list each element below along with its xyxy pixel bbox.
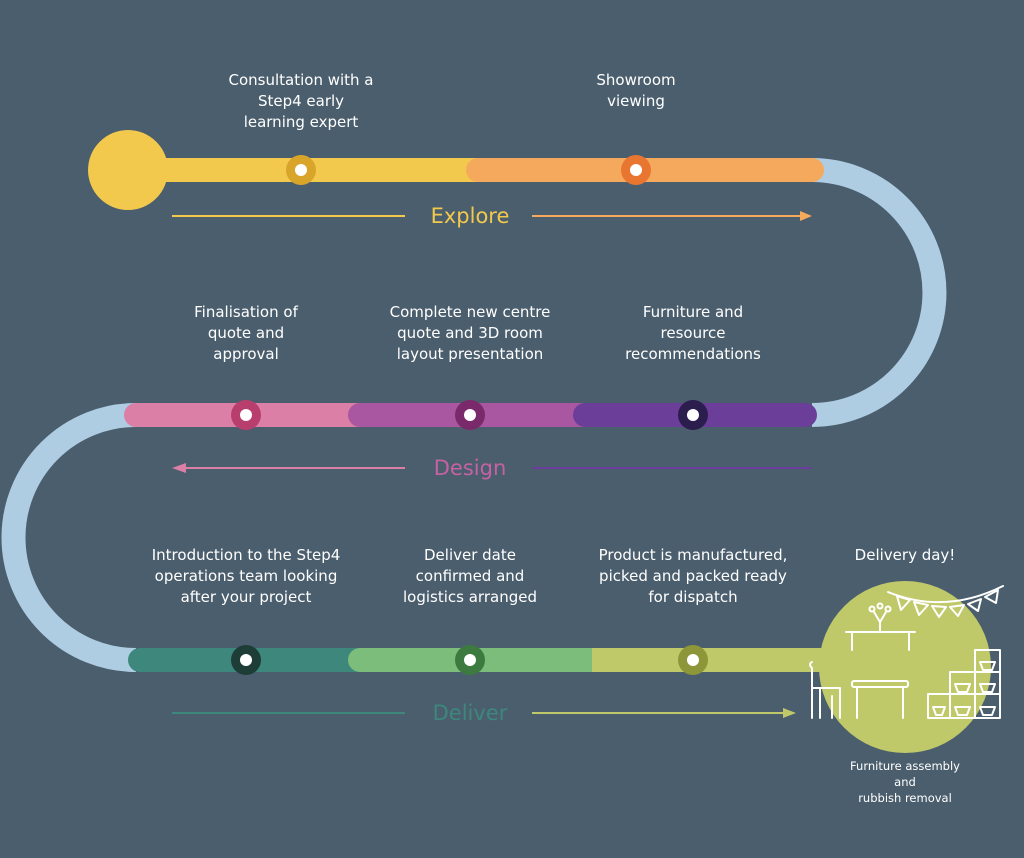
- start-dot: [88, 130, 168, 210]
- connector-curve-right: [811, 158, 947, 427]
- delivery-caption: Furniture assembly and rubbish removal: [850, 759, 960, 805]
- delivery-circle: [819, 581, 991, 753]
- stage-deliver-title: Deliver: [432, 701, 508, 725]
- step-consultation-label: Consultation with a Step4 early learning…: [228, 71, 374, 131]
- design-arrow: [172, 463, 812, 473]
- step-finalisation-label: Finalisation of quote and approval: [194, 303, 298, 363]
- step-delivery-day-label: Delivery day!: [854, 546, 956, 564]
- stage-explore-title: Explore: [430, 204, 510, 228]
- marker-manufactured: [678, 645, 708, 675]
- step-logistics-label: Deliver date confirmed and logistics arr…: [403, 546, 537, 606]
- marker-consultation: [286, 155, 316, 185]
- explore-arrow: [172, 211, 812, 221]
- marker-showroom: [621, 155, 651, 185]
- step-recommendations-label: Furniture and resource recommendations: [625, 303, 761, 363]
- connector-curve-left: [1, 403, 137, 672]
- furniture-room-icon: [809, 585, 1004, 719]
- marker-recommendations: [678, 400, 708, 430]
- deliver-arrow: [172, 708, 796, 718]
- step-layout-label: Complete new centre quote and 3D room la…: [389, 303, 551, 363]
- step-showroom-label: Showroom viewing: [596, 71, 676, 110]
- marker-logistics: [455, 645, 485, 675]
- stage-design-title: Design: [433, 456, 507, 480]
- marker-layout: [455, 400, 485, 430]
- step-manufactured-label: Product is manufactured, picked and pack…: [598, 546, 788, 606]
- marker-introduction: [231, 645, 261, 675]
- marker-finalisation: [231, 400, 261, 430]
- step-introduction-label: Introduction to the Step4 operations tea…: [151, 546, 341, 606]
